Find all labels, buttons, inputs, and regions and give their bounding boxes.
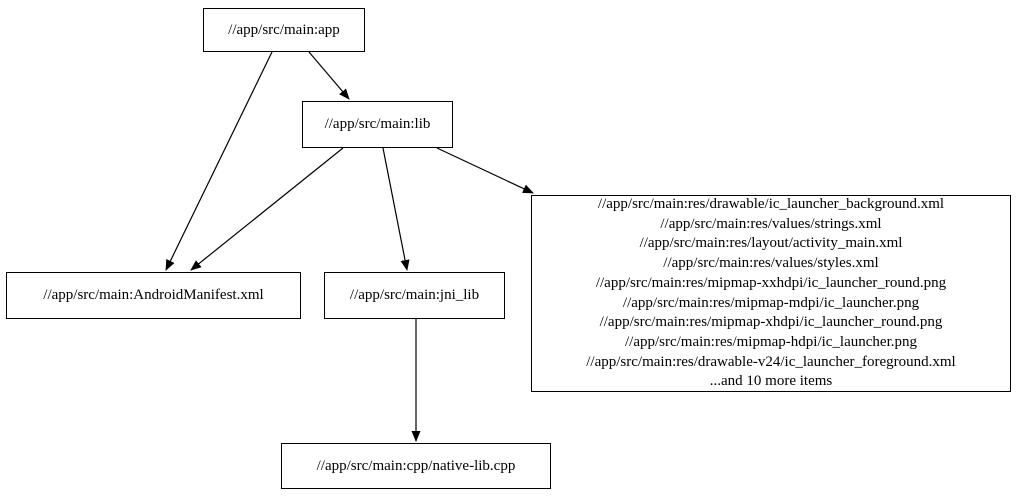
node-native-lib-label: //app/src/main:cpp/native-lib.cpp (316, 457, 516, 474)
resource-item: //app/src/main:res/layout/activity_main.… (639, 235, 903, 252)
resource-item: //app/src/main:res/mipmap-hdpi/ic_launch… (624, 333, 917, 350)
resource-item: //app/src/main:res/mipmap-xhdpi/ic_launc… (599, 314, 943, 331)
edge-lib-to-resources (436, 147, 534, 194)
resource-item: //app/src/main:res/values/styles.xml (663, 255, 879, 272)
node-android-manifest-label: //app/src/main:AndroidManifest.xml (43, 287, 264, 303)
resource-item: //app/src/main:res/drawable/ic_launcher_… (597, 195, 945, 212)
node-lib-label: //app/src/main:lib (324, 116, 431, 132)
edge-lib-to-jnilib (382, 147, 410, 271)
resource-item: //app/src/main:res/values/strings.xml (660, 215, 882, 232)
edge-app-to-lib (308, 51, 350, 100)
node-app: //app/src/main:app (203, 8, 365, 52)
resource-item: //app/src/main:res/mipmap-xxhdpi/ic_laun… (595, 274, 947, 291)
node-resources-group: //app/src/main:res/drawable/ic_launcher_… (531, 195, 1011, 392)
edge-lib-to-androidmanifest (190, 147, 344, 271)
node-android-manifest: //app/src/main:AndroidManifest.xml (6, 272, 301, 319)
resource-item: //app/src/main:res/drawable-v24/ic_launc… (586, 353, 956, 370)
node-app-label: //app/src/main:app (228, 21, 340, 38)
resource-more-items: ...and 10 more items (709, 373, 833, 390)
resource-item: //app/src/main:res/mipmap-mdpi/ic_launch… (622, 294, 920, 311)
node-jni-lib: //app/src/main:jni_lib (324, 272, 505, 319)
node-jni-lib-label: //app/src/main:jni_lib (349, 287, 480, 303)
edge-app-to-androidmanifest (165, 51, 273, 271)
node-lib: //app/src/main:lib (302, 101, 453, 148)
node-native-lib: //app/src/main:cpp/native-lib.cpp (281, 443, 551, 489)
